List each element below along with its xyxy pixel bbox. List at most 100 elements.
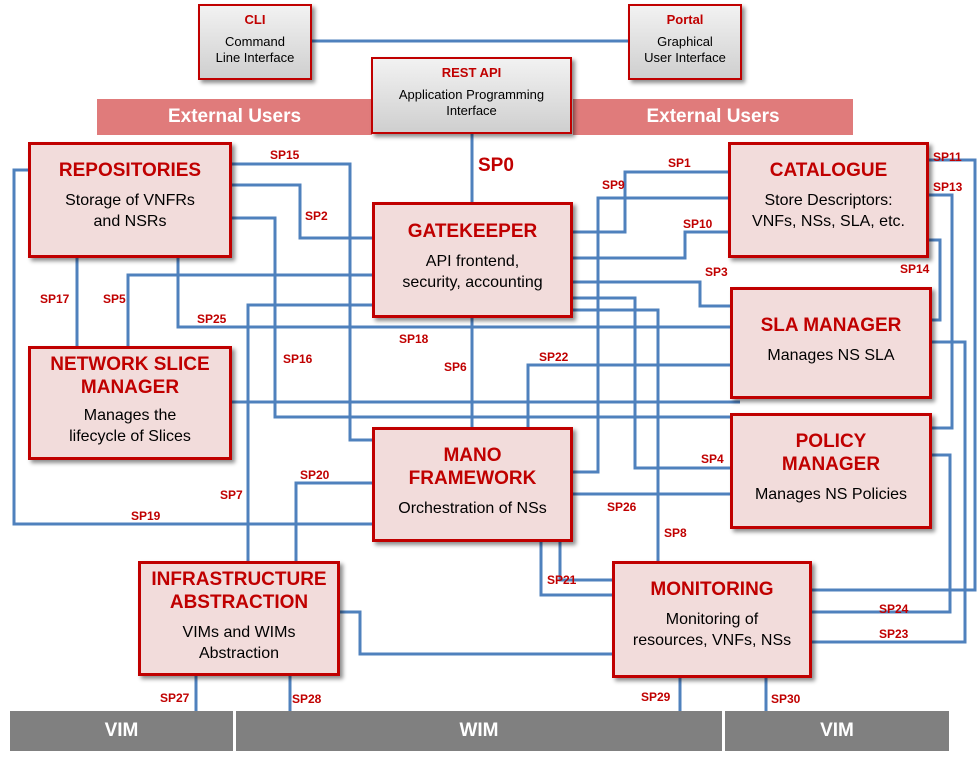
gatekeeper-box[interactable]: GATEKEEPER API frontend, security, accou… — [372, 202, 573, 318]
sp16-label: SP16 — [283, 352, 313, 366]
policy-manager-title-line1: POLICY — [795, 431, 867, 452]
rest-api-box[interactable]: REST API Application Programming Interfa… — [371, 57, 572, 134]
policy-manager-title: POLICY MANAGER — [733, 430, 929, 476]
gatekeeper-desc-line1: API frontend, — [425, 253, 520, 270]
network-slice-manager-box[interactable]: NETWORK SLICE MANAGER Manages the lifecy… — [28, 346, 232, 460]
repositories-box[interactable]: REPOSITORIES Storage of VNFRs and NSRs — [28, 142, 232, 258]
sp15-label: SP15 — [270, 148, 300, 162]
cli-title: CLI — [244, 12, 266, 27]
line-sp10 — [573, 230, 728, 260]
sp2-label: SP2 — [305, 209, 328, 223]
line-sp2 — [232, 183, 372, 240]
sp0-label: SP0 — [478, 155, 514, 176]
cli-desc: Command Line Interface — [200, 34, 310, 66]
sp3-label: SP3 — [705, 265, 728, 279]
rest-api-desc: Application Programming Interface — [373, 87, 570, 119]
infrastructure-abstraction-title: INFRASTRUCTURE ABSTRACTION — [141, 568, 337, 614]
monitoring-title: MONITORING — [650, 579, 774, 600]
sp23-label: SP23 — [879, 627, 909, 641]
repositories-desc-line2: and NSRs — [93, 213, 167, 230]
cli-box[interactable]: CLI Command Line Interface — [198, 4, 312, 80]
vim-left-bar: VIM — [10, 711, 233, 751]
sp28-label: SP28 — [292, 692, 322, 706]
infrastructure-abstraction-title-line2: ABSTRACTION — [169, 592, 309, 613]
line-sp3 — [573, 280, 730, 308]
rest-api-desc-line1: Application Programming — [398, 87, 545, 102]
line-sp15 — [232, 162, 372, 442]
sp5-label: SP5 — [103, 292, 126, 306]
line-sp23 — [812, 340, 967, 644]
line-sp5 — [126, 273, 372, 346]
line-sp9 — [573, 196, 728, 474]
sp18-label: SP18 — [399, 332, 429, 346]
policy-manager-box[interactable]: POLICY MANAGER Manages NS Policies — [730, 413, 932, 529]
sp19-label: SP19 — [131, 509, 161, 523]
line-sp13 — [929, 193, 954, 430]
sp11-label: SP11 — [933, 150, 962, 164]
sp20-label: SP20 — [300, 468, 330, 482]
network-slice-manager-desc: Manages the lifecycle of Slices — [31, 405, 229, 447]
sp26-label: SP26 — [607, 500, 637, 514]
sp6-label: SP6 — [444, 360, 467, 374]
repositories-desc-line1: Storage of VNFRs — [65, 192, 195, 209]
sla-manager-desc: Manages NS SLA — [767, 347, 895, 364]
monitoring-desc-line2: resources, VNFs, NSs — [632, 632, 792, 649]
sla-manager-title: SLA MANAGER — [760, 315, 902, 336]
line-sp22 — [526, 363, 730, 427]
sp7-label: SP7 — [220, 488, 243, 502]
line-sp16 — [232, 216, 730, 419]
sp24-label: SP24 — [879, 602, 909, 616]
sp29-label: SP29 — [641, 690, 671, 704]
line-sp25 — [176, 258, 730, 329]
sp4-label: SP4 — [701, 452, 724, 466]
line-sp4 — [573, 296, 730, 470]
policy-manager-title-line2: MANAGER — [781, 454, 881, 475]
sp17-label: SP17 — [40, 292, 70, 306]
rest-api-title: REST API — [441, 65, 502, 80]
rest-api-desc-line2: Interface — [446, 103, 497, 118]
line-sp14 — [929, 238, 942, 322]
monitoring-desc: Monitoring of resources, VNFs, NSs — [615, 609, 809, 651]
repositories-title: REPOSITORIES — [58, 160, 202, 181]
catalogue-title: CATALOGUE — [769, 160, 888, 181]
infrastructure-abstraction-desc-line2: Abstraction — [198, 645, 280, 662]
sp25-label: SP25 — [197, 312, 227, 326]
sp1-label: SP1 — [668, 156, 691, 170]
network-slice-manager-desc-line1: Manages the — [83, 407, 177, 424]
sp14-label: SP14 — [900, 262, 930, 276]
gatekeeper-title: GATEKEEPER — [407, 221, 538, 242]
mano-framework-desc: Orchestration of NSs — [398, 500, 547, 517]
sla-manager-box[interactable]: SLA MANAGER Manages NS SLA — [730, 287, 932, 399]
line-sp11 — [812, 158, 977, 592]
repositories-desc: Storage of VNFRs and NSRs — [31, 190, 229, 232]
sp30-label: SP30 — [771, 692, 801, 706]
line-sp24 — [812, 453, 952, 614]
external-users-band-right: External Users — [573, 99, 853, 135]
monitoring-box[interactable]: MONITORING Monitoring of resources, VNFs… — [612, 561, 812, 678]
mano-framework-box[interactable]: MANO FRAMEWORK Orchestration of NSs — [372, 427, 573, 542]
policy-manager-desc: Manages NS Policies — [754, 486, 908, 503]
infrastructure-abstraction-desc-line1: VIMs and WIMs — [182, 624, 296, 641]
line-sp7 — [246, 303, 372, 561]
portal-box[interactable]: Portal Graphical User Interface — [628, 4, 742, 80]
gatekeeper-desc: API frontend, security, accounting — [375, 251, 570, 293]
line-sp20 — [294, 481, 372, 561]
vim-right-bar: VIM — [725, 711, 949, 751]
catalogue-box[interactable]: CATALOGUE Store Descriptors: VNFs, NSs, … — [728, 142, 929, 258]
sp22-label: SP22 — [539, 350, 569, 364]
cli-desc-line1: Command — [225, 34, 285, 49]
infrastructure-abstraction-title-line1: INFRASTRUCTURE — [151, 569, 327, 590]
line-sp19 — [12, 168, 612, 582]
infrastructure-abstraction-box[interactable]: INFRASTRUCTURE ABSTRACTION VIMs and WIMs… — [138, 561, 340, 676]
catalogue-desc-line2: VNFs, NSs, SLA, etc. — [752, 213, 905, 230]
catalogue-desc: Store Descriptors: VNFs, NSs, SLA, etc. — [731, 190, 926, 232]
infrastructure-abstraction-desc: VIMs and WIMs Abstraction — [141, 622, 337, 664]
sp8-label: SP8 — [664, 526, 687, 540]
sp21-label: SP21 — [547, 573, 577, 587]
mano-framework-title-line1: MANO — [443, 445, 502, 466]
network-slice-manager-title-line2: MANAGER — [80, 377, 180, 398]
sp13-label: SP13 — [933, 180, 963, 194]
portal-title: Portal — [666, 12, 704, 27]
